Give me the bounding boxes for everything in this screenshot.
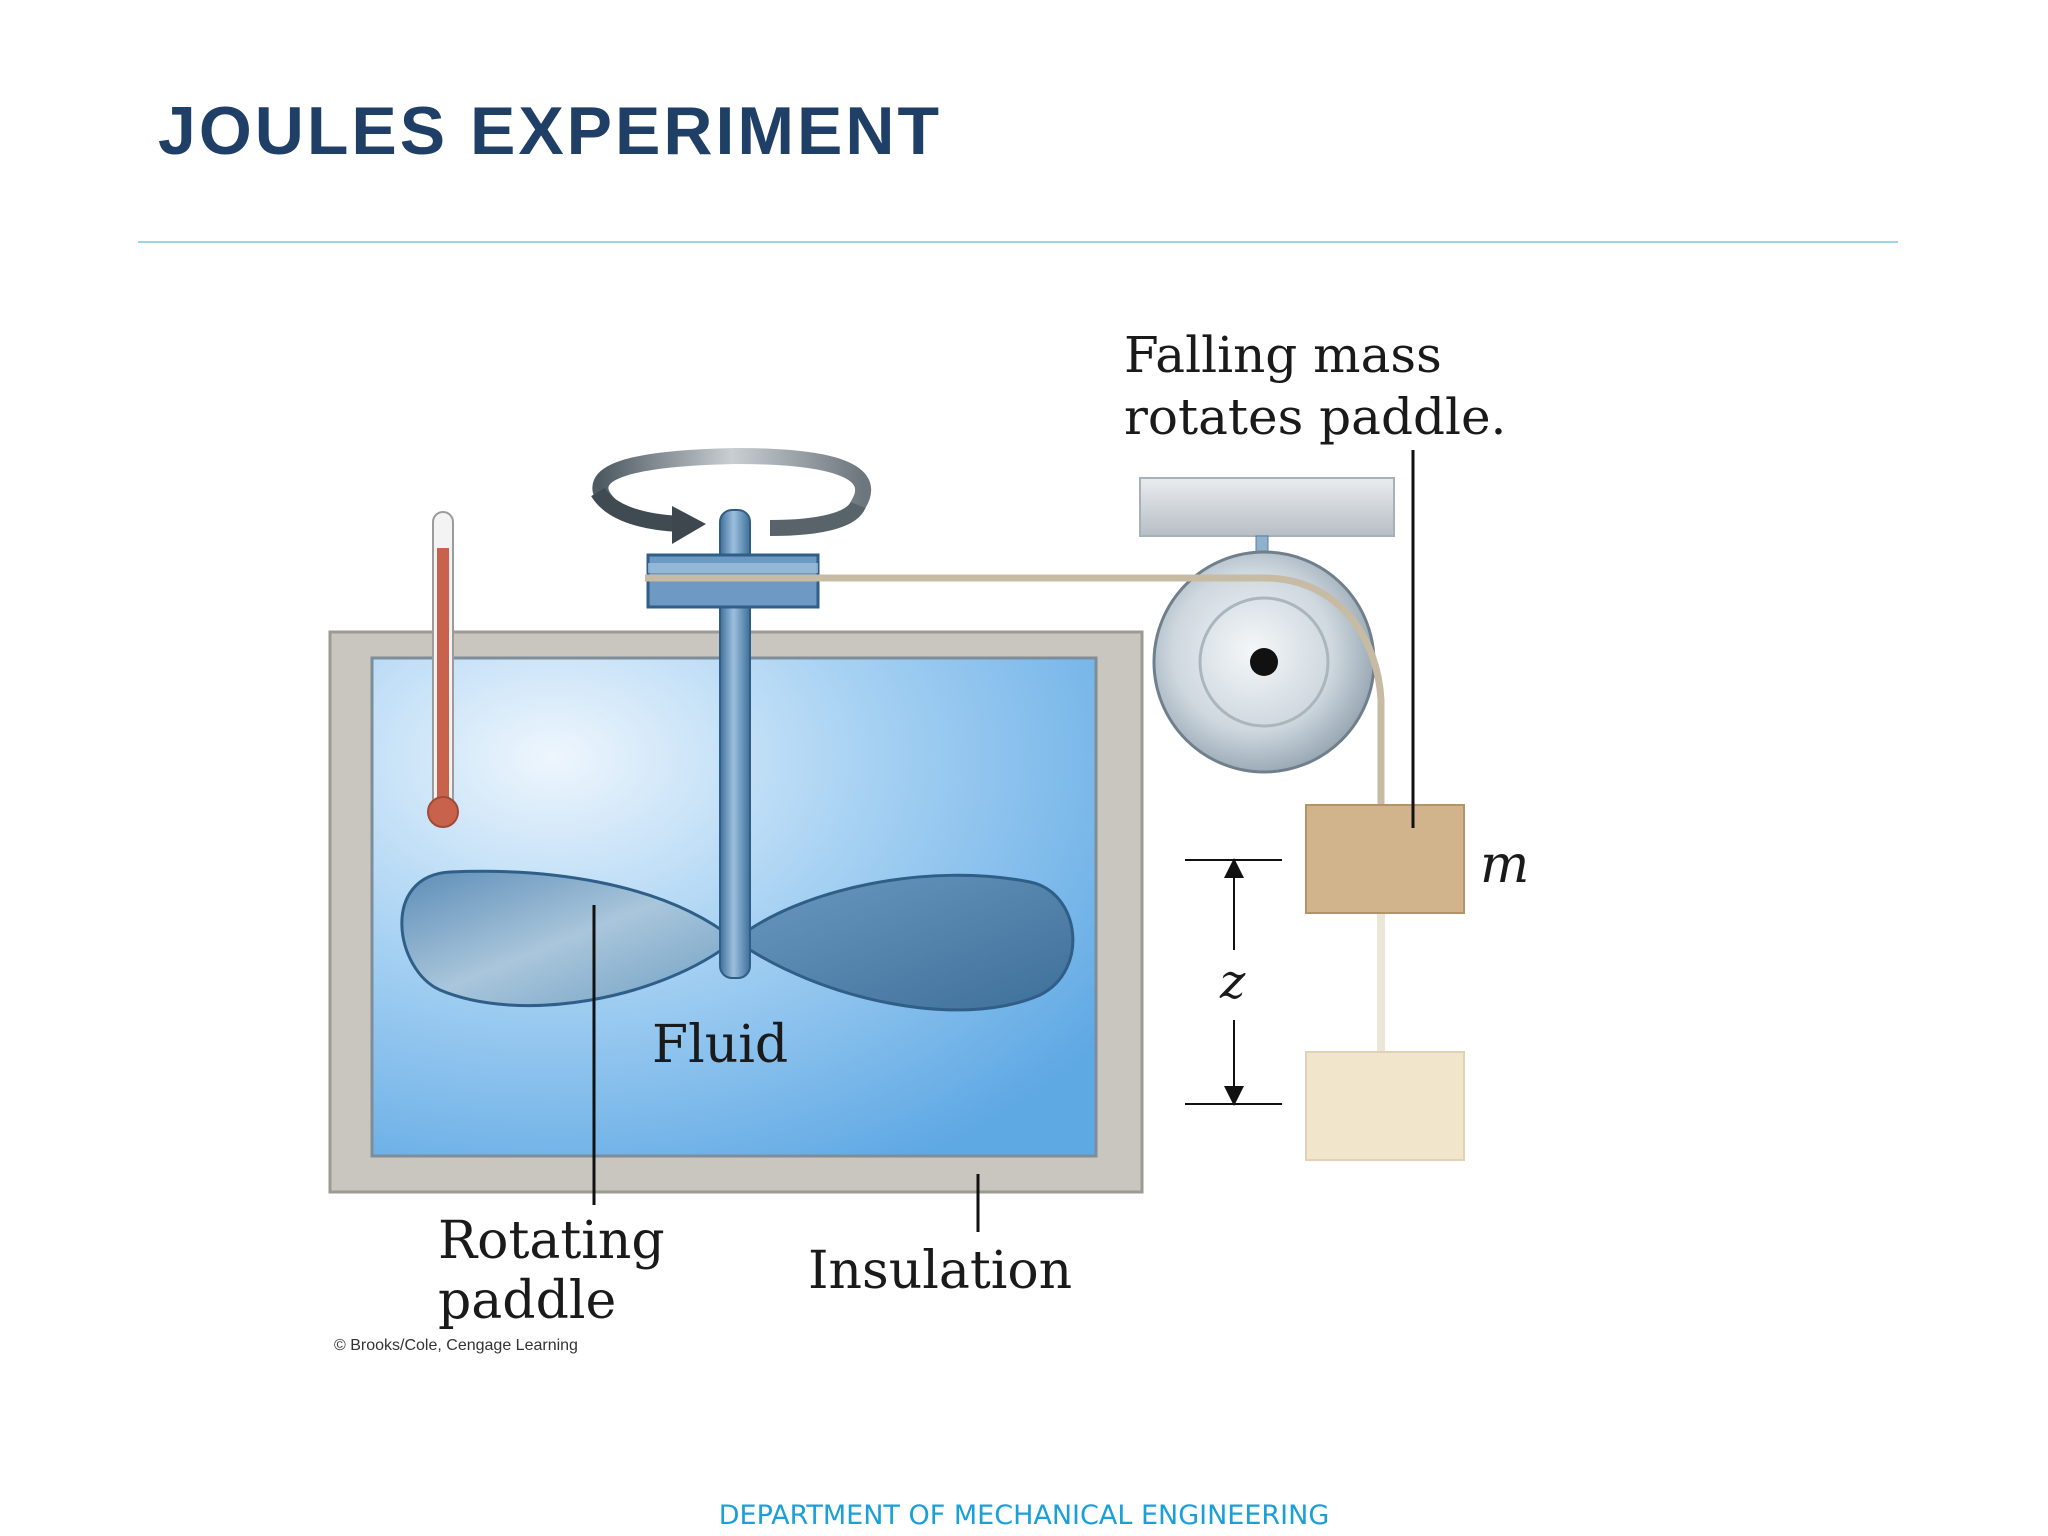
label-insulation: Insulation	[808, 1241, 1072, 1301]
slide-title: JOULES EXPERIMENT	[158, 93, 943, 169]
label-falling-mass-line1: Falling mass	[1124, 326, 1442, 384]
label-height: z	[1219, 954, 1246, 1010]
thermometer	[427, 511, 459, 828]
label-mass: m	[1480, 835, 1529, 895]
falling-mass	[1305, 804, 1465, 914]
string	[645, 574, 1385, 1058]
label-rotating-line1: Rotating	[438, 1211, 665, 1271]
label-falling-mass-line2: rotates paddle.	[1124, 388, 1506, 446]
height-dimension	[1185, 858, 1282, 1106]
label-rotating-line2: paddle	[438, 1271, 616, 1331]
rotating-paddle	[400, 869, 1075, 1012]
label-fluid: Fluid	[652, 1015, 788, 1075]
lowered-mass	[1305, 1051, 1465, 1161]
title-divider	[138, 241, 1898, 243]
rotation-arrow-icon	[591, 447, 872, 544]
credit-line: © Brooks/Cole, Cengage Learning	[334, 1337, 578, 1354]
pulley-wheel	[1152, 550, 1376, 774]
footer-department: DEPARTMENT OF MECHANICAL ENGINEERING	[718, 1500, 1330, 1531]
